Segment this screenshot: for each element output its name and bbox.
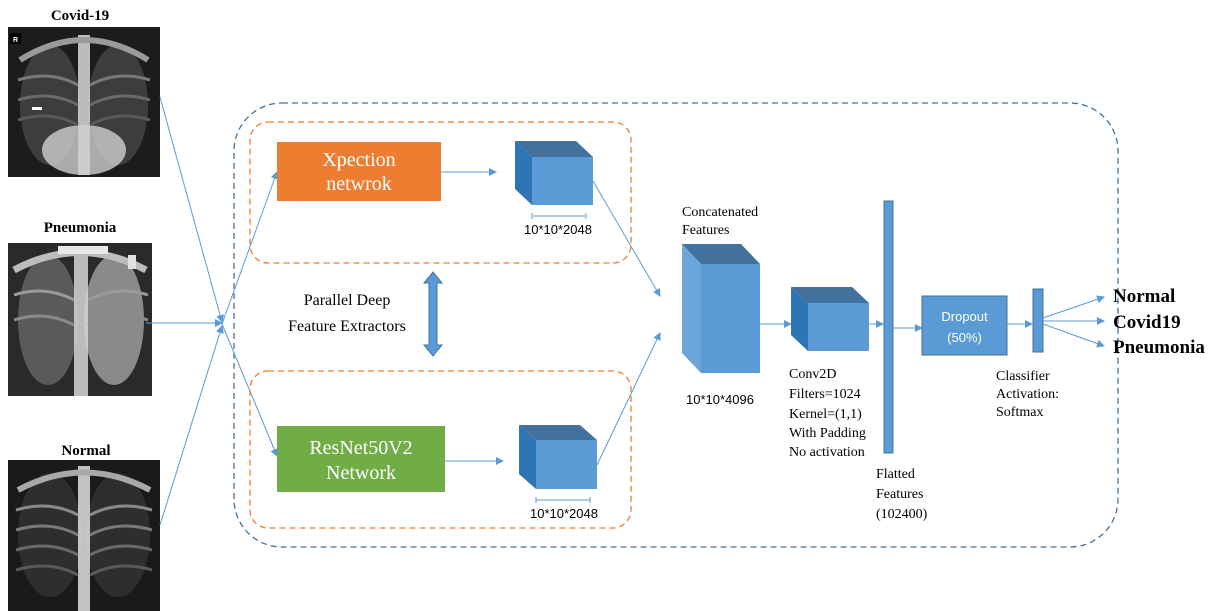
arrow-to-pneumonia [1042, 323, 1105, 348]
classifier-description: Classifier Activation: Softmax [996, 369, 1059, 420]
dropout-line1: Dropout [941, 309, 988, 324]
resnet-label-line2: Network [326, 462, 396, 484]
conv-line5: No activation [789, 445, 865, 460]
pneumonia-label: Pneumonia [44, 220, 117, 236]
covid-xray-image: R [8, 27, 160, 177]
resnet-group [249, 370, 632, 529]
parallel-double-arrow [422, 271, 444, 357]
network-output-arrows [441, 168, 504, 465]
flatten-line3: (102400) [876, 507, 928, 522]
concat-arrows [592, 180, 661, 466]
conv-line4: With Padding [789, 426, 866, 441]
conv-line3: Kernel=(1,1) [789, 407, 862, 422]
input-covid: Covid-19 R [8, 8, 160, 177]
conv-line1: Conv2D [789, 367, 836, 382]
conv-line2: Filters=1024 [789, 387, 861, 402]
xception-group [249, 121, 632, 264]
concatenated-features-cube [682, 244, 760, 373]
arrow-hub-to-xception [221, 171, 279, 325]
arrow-to-normal [1042, 295, 1105, 319]
input-normal: Normal [8, 443, 160, 611]
dropout-line2: (50%) [947, 330, 982, 345]
model-container [233, 102, 1119, 548]
arrow-xception-cube-to-concat [592, 180, 661, 297]
dropout-block: Dropout (50%) [921, 295, 1008, 356]
output-arrows [1042, 295, 1105, 348]
conv2d-cube [791, 287, 869, 351]
covid-label: Covid-19 [51, 8, 109, 24]
arrow-covid-to-hub [159, 96, 224, 323]
normal-xray-image [8, 460, 160, 611]
parallel-label-line2: Feature Extractors [288, 318, 406, 335]
output-pneumonia: Pneumonia [1113, 337, 1205, 358]
flatten-bar [883, 200, 894, 454]
xception-network: Xpection netwrok [277, 142, 441, 201]
xception-feature-cube [515, 141, 593, 219]
concat-title-line1: Concatenated [682, 205, 758, 220]
classifier-line2: Activation: [996, 387, 1059, 402]
input-arrows [146, 96, 224, 526]
flatten-line1: Flatted [876, 467, 915, 482]
flatten-description: Flatted Features (102400) [876, 467, 928, 522]
xray-marker: R [13, 37, 18, 44]
concat-title-line2: Features [682, 223, 729, 238]
resnet-label-line1: ResNet50V2 [309, 437, 412, 459]
output-covid19: Covid19 [1113, 312, 1181, 333]
arrow-resnet-cube-to-concat [596, 332, 661, 466]
resnet-network: ResNet50V2 Network [277, 426, 445, 492]
resnet-output-shape: 10*10*2048 [530, 506, 598, 521]
flatten-line2: Features [876, 487, 923, 502]
conv2d-description: Conv2D Filters=1024 Kernel=(1,1) With Pa… [789, 367, 866, 460]
concat-shape: 10*10*4096 [686, 392, 754, 407]
classifier-bar [1032, 288, 1044, 353]
normal-label: Normal [61, 443, 110, 459]
xception-label-line1: Xpection [322, 149, 395, 171]
classifier-line1: Classifier [996, 369, 1050, 384]
output-normal: Normal [1113, 286, 1175, 307]
input-pneumonia: Pneumonia [8, 220, 152, 396]
xception-output-shape: 10*10*2048 [524, 222, 592, 237]
resnet-feature-cube [519, 425, 597, 503]
parallel-label-line1: Parallel Deep [304, 292, 391, 309]
pneumonia-xray-image [8, 243, 152, 396]
arrow-normal-to-hub [159, 325, 224, 526]
xception-label-line2: netwrok [326, 173, 392, 195]
classifier-line3: Softmax [996, 405, 1043, 420]
